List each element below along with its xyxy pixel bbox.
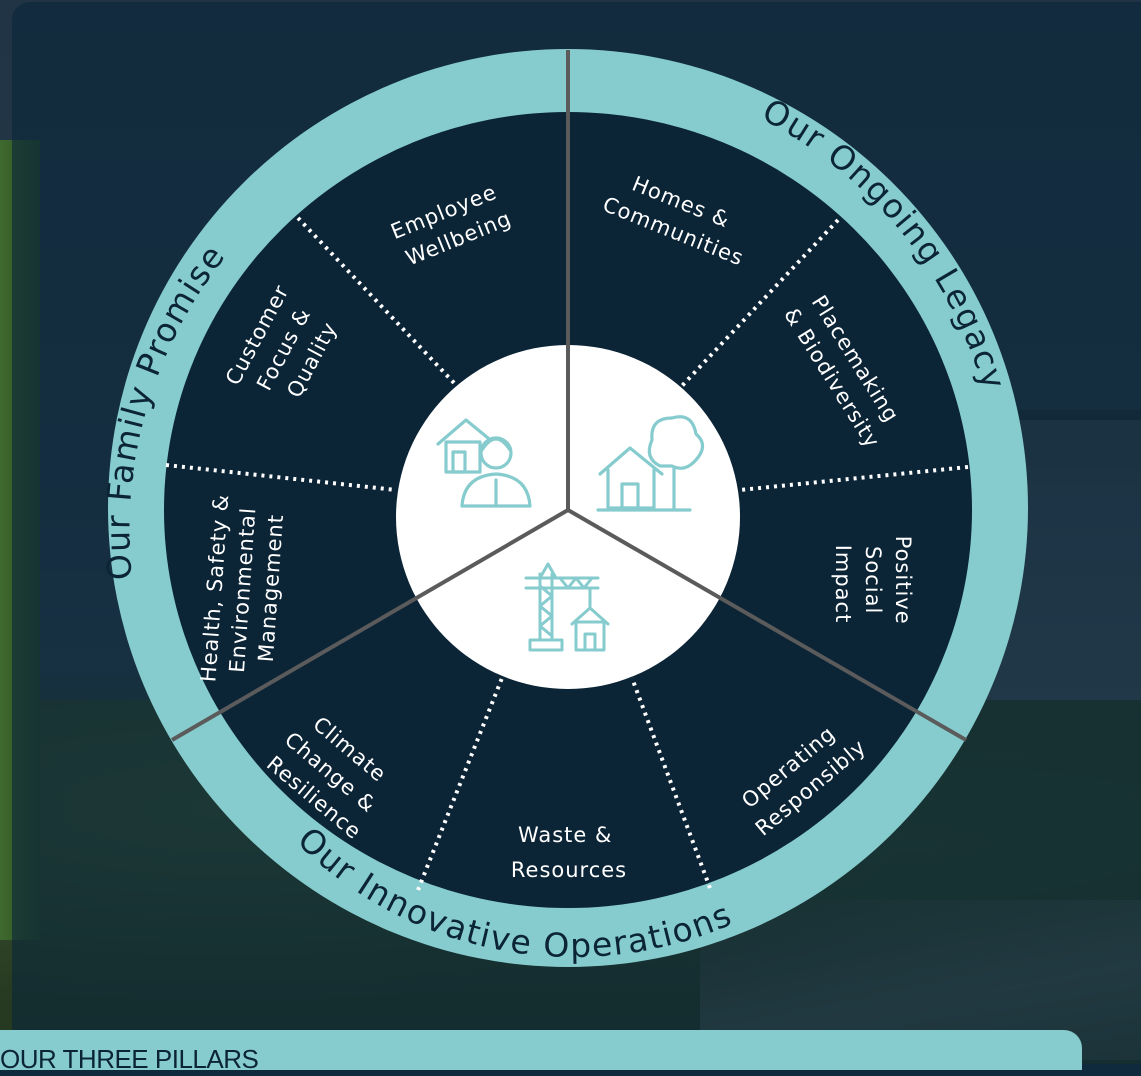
- segment-health-safety: Health, Safety & Environmental Managemen…: [196, 485, 289, 686]
- divider-homes-place: [678, 218, 840, 390]
- divider-employee-customer: [296, 216, 458, 387]
- divider-waste-operating: [630, 677, 712, 889]
- divider-climate-waste: [416, 677, 504, 891]
- family-house-person-icon: [436, 418, 532, 508]
- divider-family-operations: [170, 508, 570, 742]
- theme-dividers: [165, 216, 969, 891]
- segment-waste-resources: Waste & Resources: [511, 823, 627, 882]
- center-hub: [396, 345, 740, 689]
- divider-customer-health: [165, 463, 397, 492]
- segment-positive-social-impact: Positive Social Impact: [831, 536, 915, 633]
- house-tree-icon: [596, 415, 705, 512]
- section-title: OUR THREE PILLARS: [0, 1044, 259, 1074]
- divider-legacy-operations: [566, 508, 968, 742]
- pillar-dividers: [170, 50, 968, 742]
- divider-place-positive: [739, 465, 969, 492]
- section-tab: OUR THREE PILLARS: [0, 1030, 1082, 1074]
- crane-house-icon: [524, 562, 610, 652]
